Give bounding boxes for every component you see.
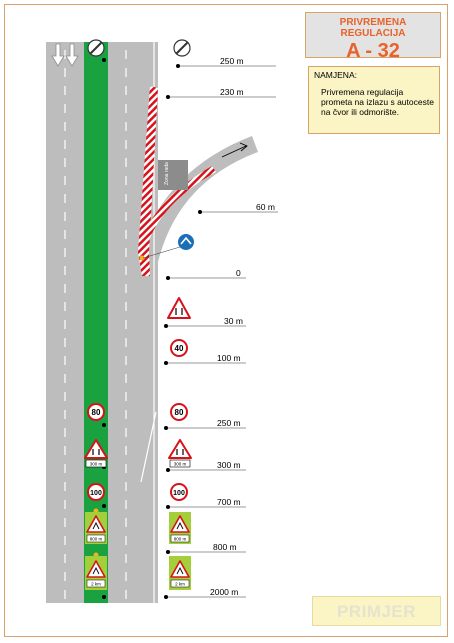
distance-plate: 300 m bbox=[174, 462, 187, 467]
speed-limit-value: 100 bbox=[90, 490, 102, 497]
position-marker bbox=[164, 361, 168, 365]
speed-limit-sign-40: 40 bbox=[170, 339, 188, 357]
distance-plate: 2 km bbox=[175, 582, 185, 587]
speed-limit-value: 80 bbox=[175, 408, 184, 417]
exit-direction-arrow-icon bbox=[221, 145, 247, 158]
page-frame bbox=[4, 4, 448, 637]
roadworks-sign-icon: 800 m bbox=[169, 512, 191, 544]
end-restriction-sign-icon bbox=[173, 39, 191, 57]
distance-plate: 2 km bbox=[91, 582, 101, 587]
roadworks-sign-icon: 800 m bbox=[85, 508, 107, 544]
speed-limit-sign-100: 100 bbox=[87, 483, 105, 501]
title-box: PRIVREMENA REGULACIJA A - 32 bbox=[305, 12, 441, 62]
exit-direction-arrowhead-icon bbox=[239, 142, 248, 152]
title-code: A - 32 bbox=[346, 40, 400, 62]
position-marker bbox=[102, 58, 106, 62]
warning-light-icon bbox=[139, 255, 145, 261]
distance-plate: 800 m bbox=[90, 537, 103, 542]
position-marker bbox=[166, 505, 170, 509]
position-marker bbox=[166, 276, 170, 280]
sign-leader-line bbox=[142, 246, 181, 259]
position-marker bbox=[176, 64, 180, 68]
roadworks-sign-icon: 2 km bbox=[169, 556, 191, 590]
distance-plate: 300 m bbox=[90, 462, 103, 467]
lane-narrowing-sign-icon: 300 m bbox=[168, 439, 192, 468]
example-label: PRIMJER bbox=[336, 602, 417, 621]
purpose-box: NAMJENA: Privremena regulacija prometa n… bbox=[308, 66, 440, 134]
barrier-ramp-edge bbox=[144, 166, 216, 238]
speed-limit-sign-100: 100 bbox=[170, 483, 188, 501]
purpose-text: Privremena regulacija prometa na izlazu … bbox=[321, 87, 434, 117]
distance-label-60m: 60 m bbox=[256, 202, 275, 212]
barrier-taper bbox=[138, 86, 158, 276]
arrow-down-icon bbox=[65, 43, 79, 67]
position-marker bbox=[166, 95, 170, 99]
position-marker bbox=[198, 210, 202, 214]
position-marker bbox=[102, 595, 106, 599]
position-marker bbox=[164, 324, 168, 328]
distance-label-300m: 300 m bbox=[217, 460, 241, 470]
speed-limit-sign-80: 80 bbox=[170, 403, 188, 421]
distance-label-30m: 30 m bbox=[224, 316, 243, 326]
distance-label-230m: 230 m bbox=[220, 87, 244, 97]
example-watermark: PRIMJER bbox=[312, 596, 441, 626]
position-marker bbox=[102, 423, 106, 427]
speed-limit-value: 80 bbox=[92, 408, 101, 417]
lane-narrowing-sign-icon bbox=[167, 297, 191, 319]
purpose-heading: NAMJENA: bbox=[314, 70, 357, 80]
work-zone-label: Zona rada bbox=[164, 162, 170, 185]
position-marker bbox=[164, 426, 168, 430]
position-marker bbox=[166, 468, 170, 472]
distance-label-250m-b: 250 m bbox=[217, 418, 241, 428]
distance-label-800m: 800 m bbox=[213, 542, 237, 552]
position-marker bbox=[166, 550, 170, 554]
speed-limit-value: 100 bbox=[173, 490, 185, 497]
distance-label-250m: 250 m bbox=[220, 56, 244, 66]
lane-narrowing-sign-icon: 300 m bbox=[84, 439, 108, 468]
keep-left-sign-icon bbox=[178, 234, 194, 250]
title-line-1: PRIVREMENA REGULACIJA bbox=[339, 17, 407, 39]
speed-limit-value: 40 bbox=[175, 344, 184, 353]
distance-label-100m: 100 m bbox=[217, 353, 241, 363]
distance-label-700m: 700 m bbox=[217, 497, 241, 507]
position-marker bbox=[164, 595, 168, 599]
work-zone-block bbox=[158, 160, 188, 190]
roadworks-sign-icon: 2 km bbox=[85, 552, 107, 590]
speed-limit-sign-80: 80 bbox=[87, 403, 105, 421]
gore-line bbox=[140, 411, 157, 483]
distance-label-0: 0 bbox=[236, 268, 241, 278]
position-marker bbox=[102, 504, 106, 508]
arrow-down-icon bbox=[51, 43, 65, 67]
distance-label-2000m: 2000 m bbox=[210, 587, 238, 597]
distance-plate: 800 m bbox=[174, 537, 187, 542]
end-restriction-sign-icon bbox=[87, 39, 105, 57]
